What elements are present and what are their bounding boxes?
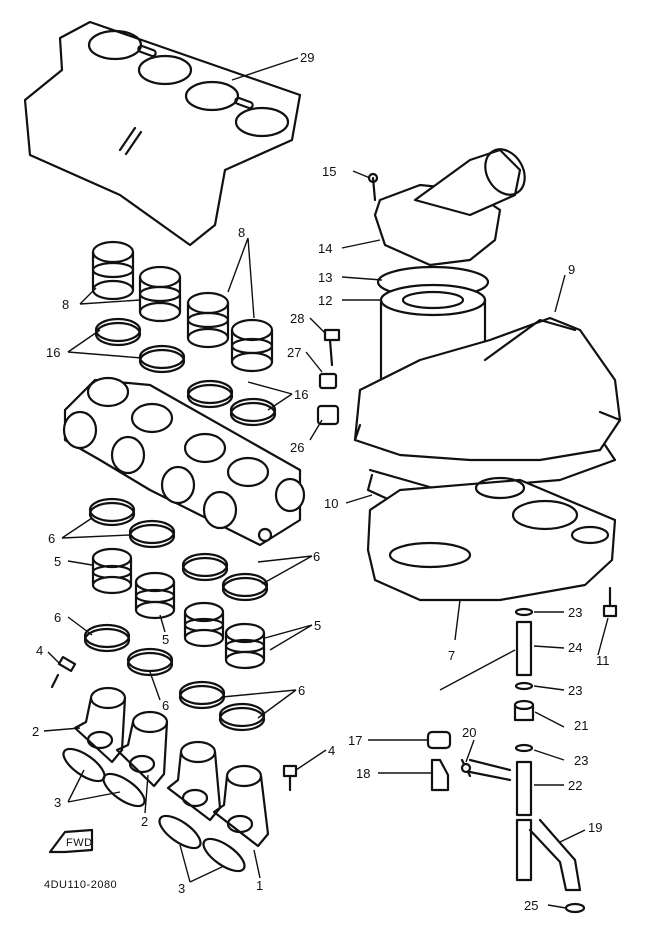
part-5-joints bbox=[91, 547, 266, 670]
callout-16a: 16 bbox=[46, 345, 60, 360]
leader-lines bbox=[43, 57, 609, 909]
part-3-gaskets bbox=[62, 747, 246, 873]
part-4-screws bbox=[50, 655, 298, 792]
fwd-label: FWD bbox=[66, 837, 93, 849]
callout-28: 28 bbox=[290, 311, 304, 326]
callout-25: 25 bbox=[524, 898, 538, 913]
callout-4a: 4 bbox=[36, 643, 43, 658]
callout-6c: 6 bbox=[54, 610, 61, 625]
callout-7: 7 bbox=[448, 648, 455, 663]
callout-8a: 8 bbox=[238, 225, 245, 240]
callout-4b: 4 bbox=[328, 743, 335, 758]
callout-13: 13 bbox=[318, 270, 332, 285]
callout-6b: 6 bbox=[313, 549, 320, 564]
air-cleaner-assembly bbox=[316, 148, 622, 602]
part-8-intake-joints bbox=[91, 240, 274, 373]
callout-6a: 6 bbox=[48, 531, 55, 546]
callout-14: 14 bbox=[318, 241, 332, 256]
callout-29: 29 bbox=[300, 50, 314, 65]
fwd-arrow-icon: FWD bbox=[48, 828, 94, 854]
callout-6e: 6 bbox=[298, 683, 305, 698]
callout-21: 21 bbox=[574, 718, 588, 733]
callout-18: 18 bbox=[356, 766, 370, 781]
callout-2a: 2 bbox=[32, 724, 39, 739]
callout-23c: 23 bbox=[574, 753, 588, 768]
callout-19: 19 bbox=[588, 820, 602, 835]
callout-22: 22 bbox=[568, 778, 582, 793]
callout-24: 24 bbox=[568, 640, 582, 655]
callout-3a: 3 bbox=[54, 795, 61, 810]
callout-labels: 29 8 8 16 16 6 6 5 5 5 6 6 6 4 4 2 2 3 3… bbox=[32, 50, 610, 913]
callout-5b: 5 bbox=[162, 632, 169, 647]
callout-9: 9 bbox=[568, 262, 575, 277]
part-29-cover-plate bbox=[23, 20, 302, 247]
callout-1: 1 bbox=[256, 878, 263, 893]
drain-hose-assembly bbox=[426, 586, 618, 914]
part-2-manifolds bbox=[73, 686, 270, 848]
callout-17: 17 bbox=[348, 733, 362, 748]
callout-5a: 5 bbox=[54, 554, 61, 569]
callout-12: 12 bbox=[318, 293, 332, 308]
callout-26: 26 bbox=[290, 440, 304, 455]
carburetor-assembly bbox=[62, 376, 306, 547]
callout-8b: 8 bbox=[62, 297, 69, 312]
callout-11: 11 bbox=[596, 653, 610, 668]
callout-6d: 6 bbox=[162, 698, 169, 713]
callout-10: 10 bbox=[324, 496, 338, 511]
callout-23a: 23 bbox=[568, 605, 582, 620]
callout-2b: 2 bbox=[141, 814, 148, 829]
part-6-clamps bbox=[83, 497, 269, 732]
callout-27: 27 bbox=[287, 345, 301, 360]
drawing-code: 4DU110-2080 bbox=[44, 879, 117, 891]
callout-5c: 5 bbox=[314, 618, 321, 633]
callout-15: 15 bbox=[322, 164, 336, 179]
callout-3b: 3 bbox=[178, 881, 185, 896]
callout-20: 20 bbox=[462, 725, 476, 740]
callout-16b: 16 bbox=[294, 387, 308, 402]
part-16-clamps bbox=[94, 317, 277, 427]
callout-23b: 23 bbox=[568, 683, 582, 698]
